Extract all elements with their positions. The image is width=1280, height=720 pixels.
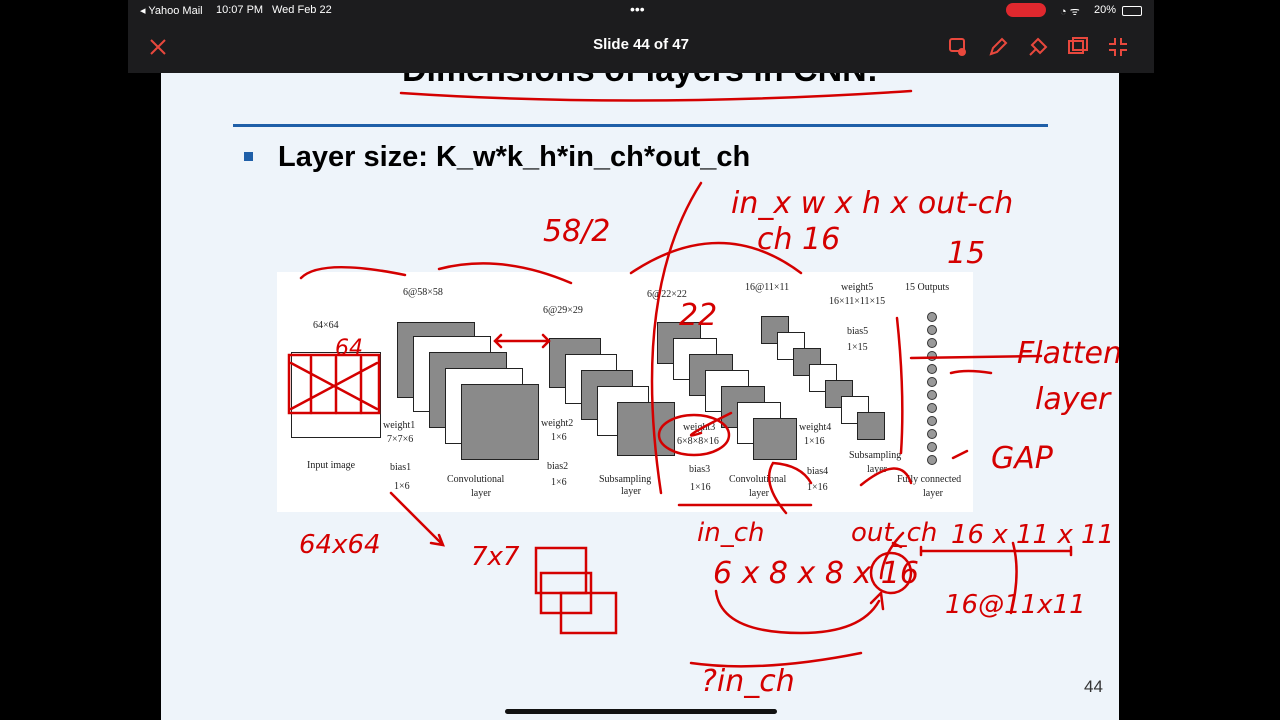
hw-formula: in_x w x h x out-ch <box>731 186 1013 221</box>
hw-ch16: ch 16 <box>757 222 840 257</box>
home-indicator[interactable] <box>505 709 777 714</box>
exit-fullscreen-icon[interactable] <box>1106 35 1130 59</box>
hw-22: 22 <box>679 298 717 333</box>
hw-weights: 6 x 8 x 8 x 16 <box>713 556 919 591</box>
recording-indicator-icon[interactable] <box>1006 3 1046 17</box>
hw-in-ch-2: ?in_ch <box>701 664 795 699</box>
slide-canvas: Dimensions of layers in CNN: Layer size:… <box>161 73 1119 720</box>
wifi-icon: ◔ ᯤ <box>1060 4 1080 19</box>
hw-flatten-layer: layer <box>1035 382 1112 417</box>
battery-icon <box>1122 6 1142 16</box>
format-brush-icon[interactable] <box>1026 35 1050 59</box>
handwriting-overlay: in_x w x h x out-ch ch 16 15 58/2 22 64 … <box>161 73 1119 720</box>
status-date: Wed Feb 22 <box>272 4 332 16</box>
hw-half: 58/2 <box>543 214 610 249</box>
hw-flatten: Flatten <box>1017 336 1119 371</box>
hw-64x64: 64x64 <box>299 530 381 560</box>
hw-7x7: 7x7 <box>471 542 520 572</box>
hw-64: 64 <box>335 336 363 361</box>
app-toolbar: Slide 44 of 47 <box>128 22 1154 73</box>
hw-15: 15 <box>947 236 985 271</box>
battery-percent: 20% <box>1094 4 1116 16</box>
hw-dims2: 16@11x11 <box>945 590 1086 620</box>
hw-dims: 16 x 11 x 11 <box>951 520 1114 550</box>
pen-icon[interactable] <box>986 35 1010 59</box>
hw-gap: GAP <box>991 441 1054 476</box>
hw-out-ch: out_ch <box>851 518 937 548</box>
status-time: 10:07 PM <box>216 4 263 16</box>
slide-view-icon[interactable] <box>1066 35 1090 59</box>
hw-in-ch: in_ch <box>697 518 764 548</box>
status-bar: ◂ Yahoo Mail 10:07 PM Wed Feb 22 ••• ◔ ᯤ… <box>128 0 1154 22</box>
slide-page-number: 44 <box>1084 677 1103 697</box>
multitask-dots-icon[interactable]: ••• <box>630 1 645 17</box>
presenter-notes-icon[interactable] <box>946 35 970 59</box>
back-to-app-link[interactable]: ◂ Yahoo Mail <box>140 4 203 17</box>
